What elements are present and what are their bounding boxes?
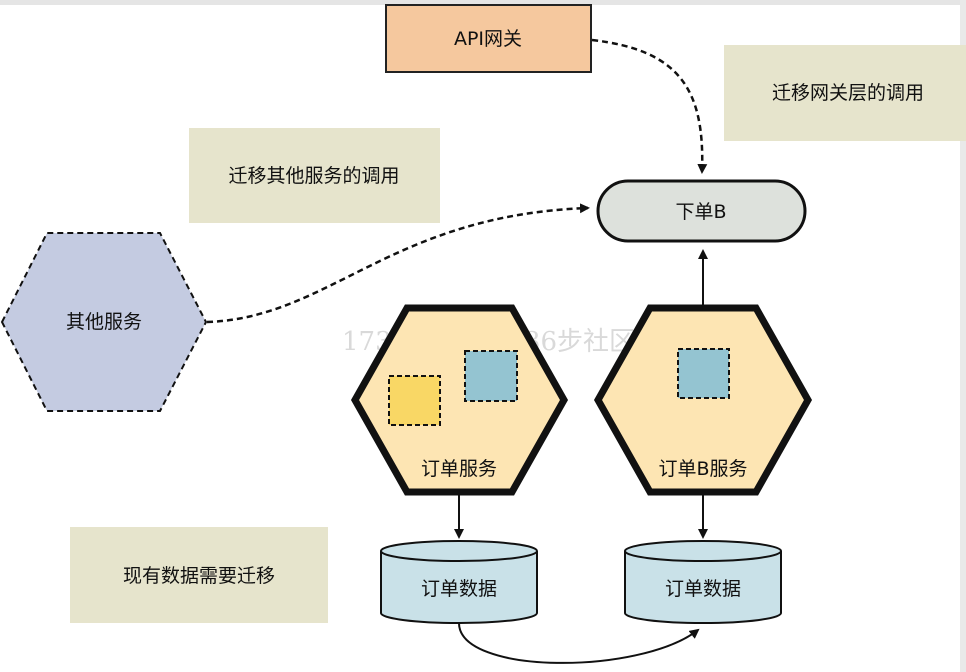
note-gateway-migration: 迁移网关层的调用 [724,45,966,141]
blue-component-box [464,350,518,402]
note-other-migration-label: 迁移其他服务的调用 [228,165,399,187]
top-border [0,0,966,5]
note-data-migration: 现有数据需要迁移 [70,527,328,623]
note-gateway-migration-label: 迁移网关层的调用 [772,82,924,104]
note-other-migration: 迁移其他服务的调用 [189,128,440,223]
order-data-left-db: 订单数据 [380,540,538,624]
order-b-label: 下单B [675,201,726,223]
other-service-node: 其他服务 [0,232,208,412]
other-service-label: 其他服务 [66,311,142,333]
api-gateway-label: API网关 [454,28,522,50]
order-data-right-label: 订单数据 [665,578,741,600]
note-data-migration-label: 现有数据需要迁移 [123,565,275,587]
data-migration-arrow [458,622,700,664]
order-service-label: 订单服务 [421,458,497,480]
other-service-to-order-b-arrow [206,203,590,324]
blue-component-box [677,348,730,399]
order-data-right-db: 订单数据 [624,540,782,624]
api-gateway-node: API网关 [385,4,592,73]
order-service-node: 订单服务 [350,304,569,496]
order-b-node: 下单B [596,179,807,243]
right-border [960,0,966,672]
order-b-service-node: 订单B服务 [593,304,813,496]
order-data-left-label: 订单数据 [421,578,497,600]
yellow-component-box [388,375,441,426]
order-b-service-label: 订单B服务 [658,458,747,480]
gateway-to-order-b-arrow [591,38,708,174]
